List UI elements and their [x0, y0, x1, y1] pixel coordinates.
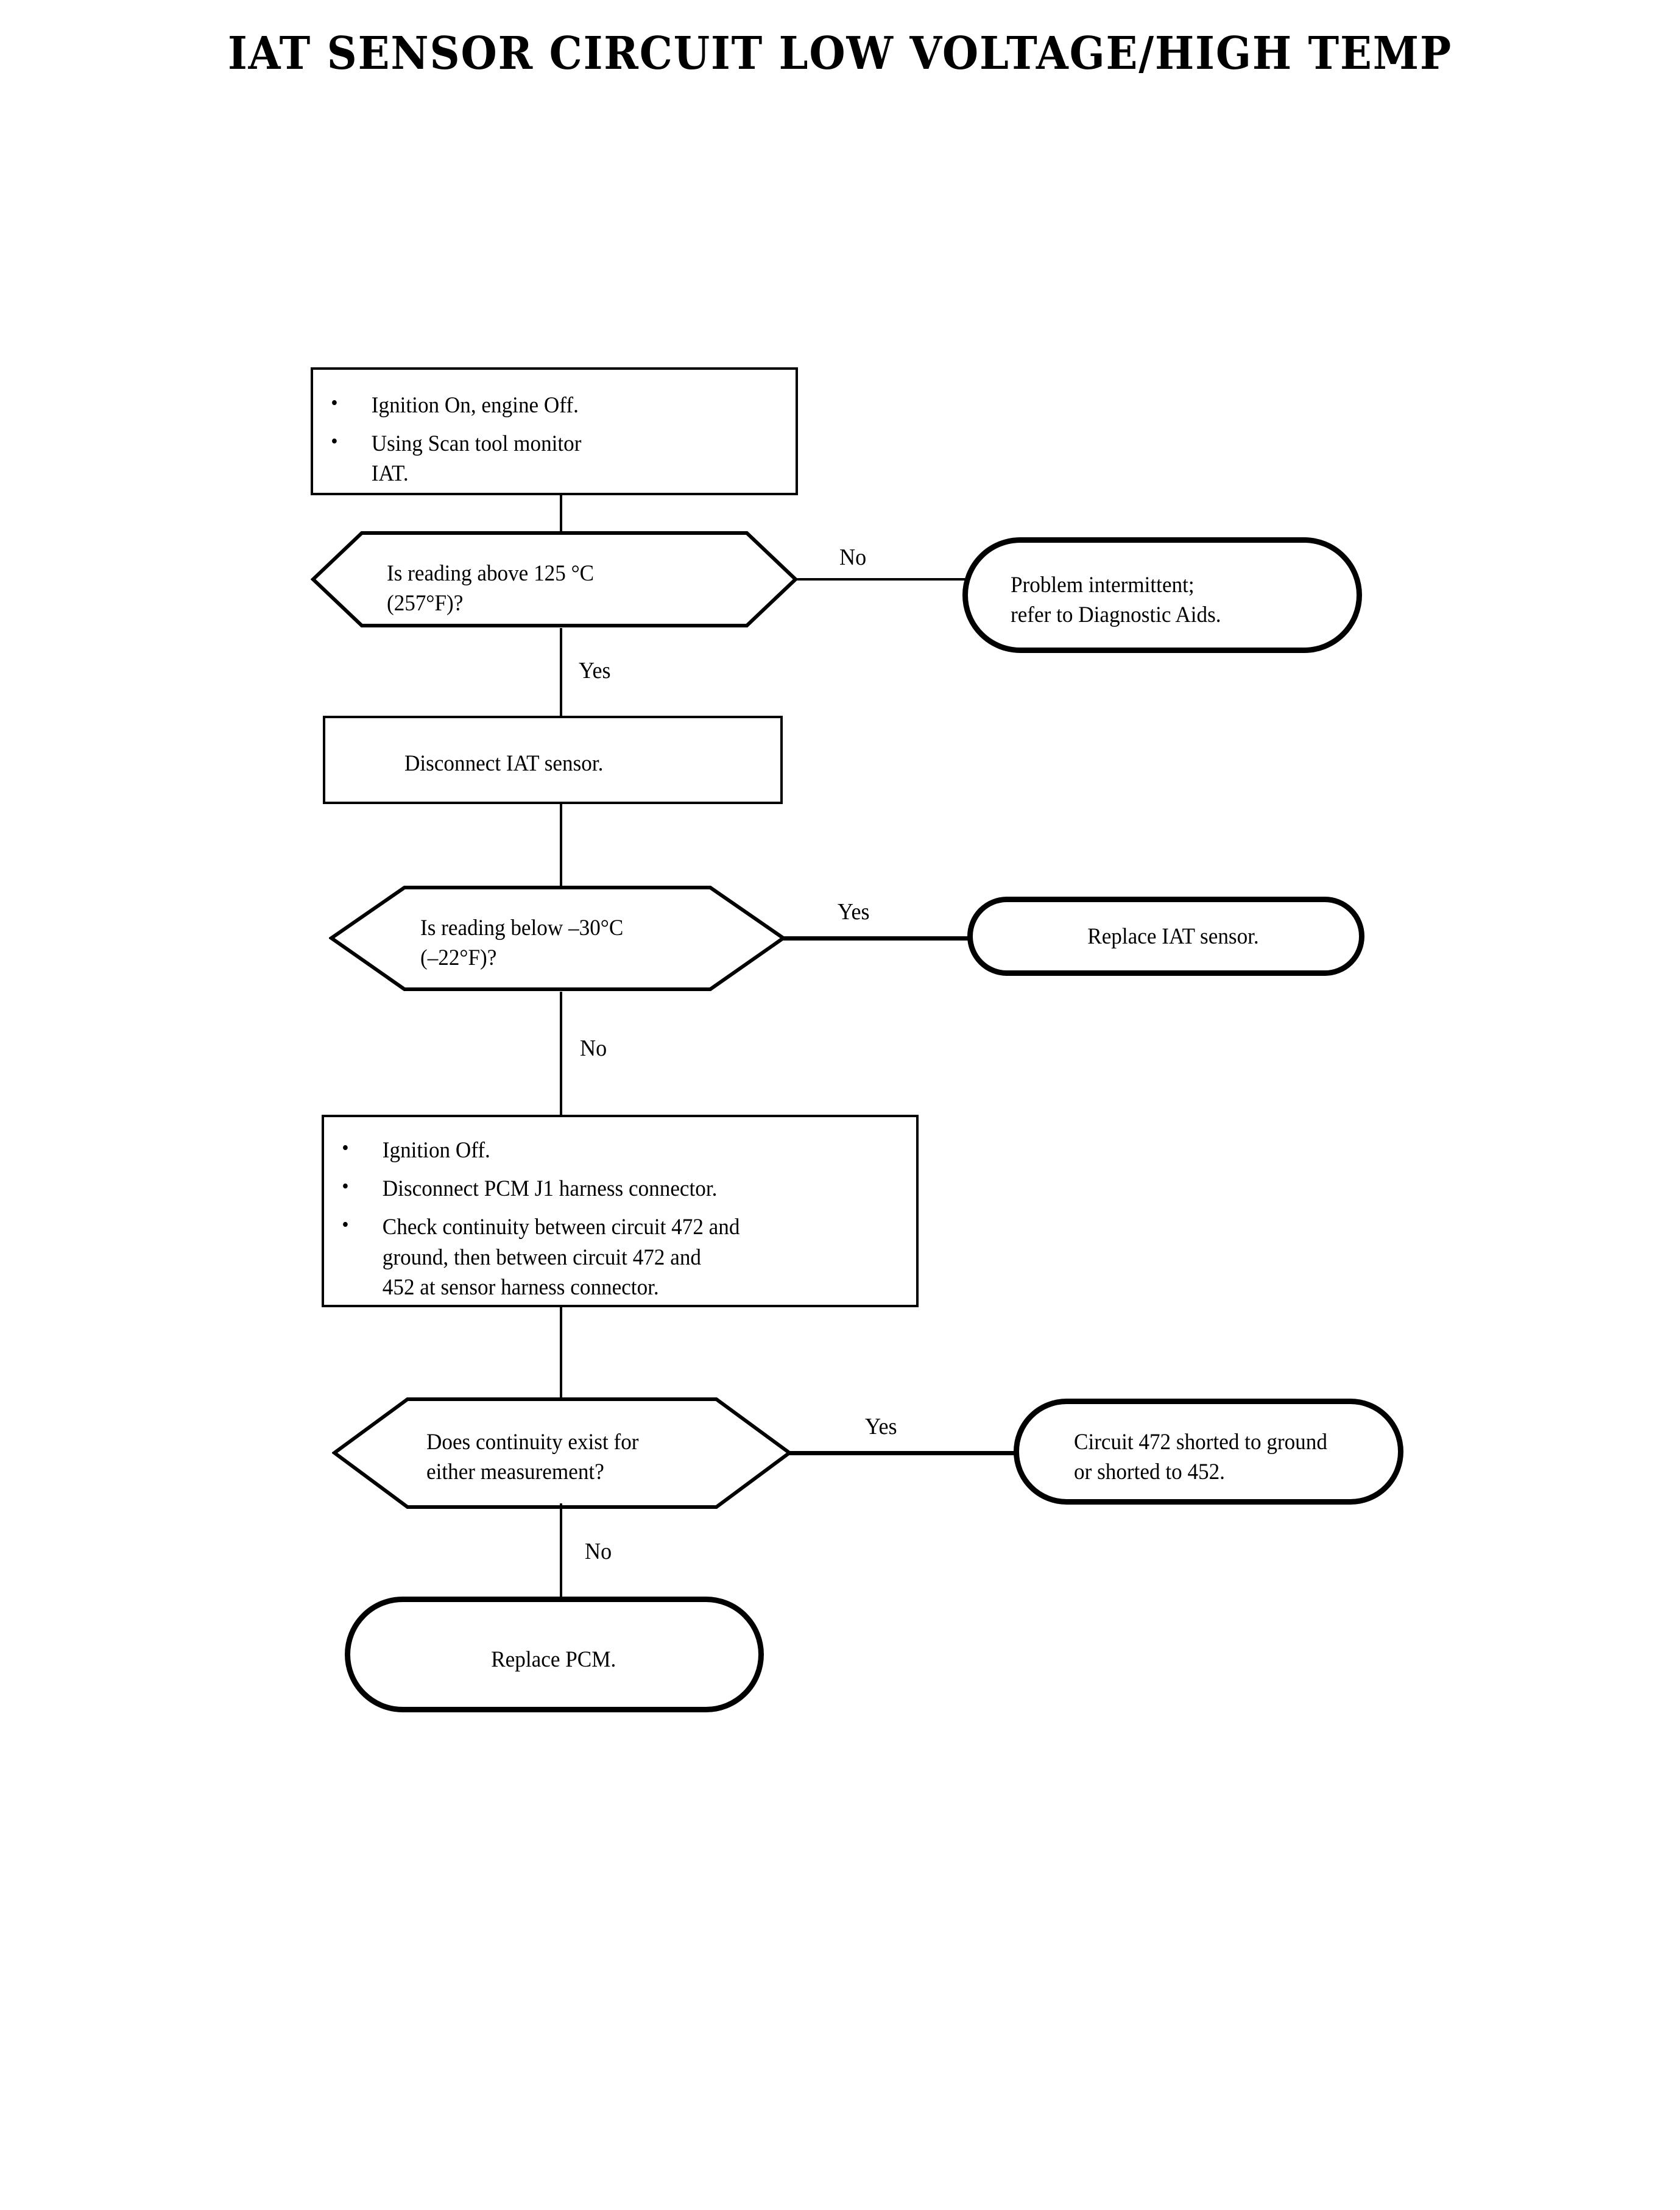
process-box-step1: Ignition On, engine Off. Using Scan tool…: [311, 367, 798, 495]
terminal-1-text: Problem intermittent; refer to Diagnosti…: [1011, 573, 1221, 628]
terminator-replace-iat-sensor: Replace IAT sensor.: [967, 897, 1364, 976]
terminal-3-text: Circuit 472 shorted to ground or shorted…: [1074, 1430, 1327, 1485]
terminator-problem-intermittent: Problem intermittent; refer to Diagnosti…: [962, 537, 1362, 653]
terminal-4-text: Replace PCM.: [491, 1647, 616, 1672]
decision-3-text: Does continuity exist for either measure…: [426, 1430, 639, 1485]
list-item: Using Scan tool monitor IAT.: [323, 428, 763, 489]
connector-decision3-yes: [789, 1451, 1015, 1455]
edge-label-decision1-yes: Yes: [579, 658, 611, 683]
connector-decision1-no: [796, 578, 965, 581]
page-title: IAT SENSOR CIRCUIT LOW VOLTAGE/HIGH TEMP: [228, 27, 1452, 80]
list-item: Ignition Off.: [334, 1134, 881, 1165]
decision-hexagon-3: Does continuity exist for either measure…: [332, 1397, 792, 1509]
step2-text: Disconnect IAT sensor.: [404, 751, 604, 776]
connector-decision2-no: [560, 992, 562, 1117]
connector-step3-to-decision3: [560, 1307, 562, 1399]
decision-hexagon-2: Is reading below –30°C (–22°F)?: [329, 885, 786, 992]
connector-step1-to-decision1: [560, 495, 562, 532]
decision-1-text: Is reading above 125 °C (257°F)?: [387, 561, 595, 616]
process-box-step2: Disconnect IAT sensor.: [323, 716, 783, 804]
step3-bullet-list: Ignition Off. Disconnect PCM J1 harness …: [334, 1134, 909, 1302]
edge-label-decision2-yes: Yes: [838, 899, 870, 925]
terminator-replace-pcm: Replace PCM.: [345, 1597, 764, 1712]
step1-bullet-list: Ignition On, engine Off. Using Scan tool…: [323, 389, 786, 489]
connector-step2-to-decision2: [560, 804, 562, 886]
edge-label-decision2-no: No: [580, 1036, 607, 1061]
process-box-step3: Ignition Off. Disconnect PCM J1 harness …: [322, 1115, 919, 1307]
connector-decision2-yes: [783, 936, 970, 941]
terminator-circuit-472-shorted: Circuit 472 shorted to ground or shorted…: [1014, 1399, 1403, 1505]
list-item: Check continuity between circuit 472 and…: [334, 1211, 881, 1302]
terminal-2-text: Replace IAT sensor.: [1087, 924, 1259, 949]
connector-decision3-no: [560, 1503, 562, 1601]
edge-label-decision3-yes: Yes: [865, 1414, 897, 1439]
list-item: Disconnect PCM J1 harness connector.: [334, 1173, 881, 1204]
decision-2-text: Is reading below –30°C (–22°F)?: [420, 916, 624, 971]
list-item: Ignition On, engine Off.: [323, 389, 763, 420]
edge-label-decision3-no: No: [585, 1539, 612, 1564]
edge-label-decision1-no: No: [839, 545, 867, 570]
connector-decision1-yes: [560, 628, 562, 716]
decision-hexagon-1: Is reading above 125 °C (257°F)?: [311, 531, 798, 628]
